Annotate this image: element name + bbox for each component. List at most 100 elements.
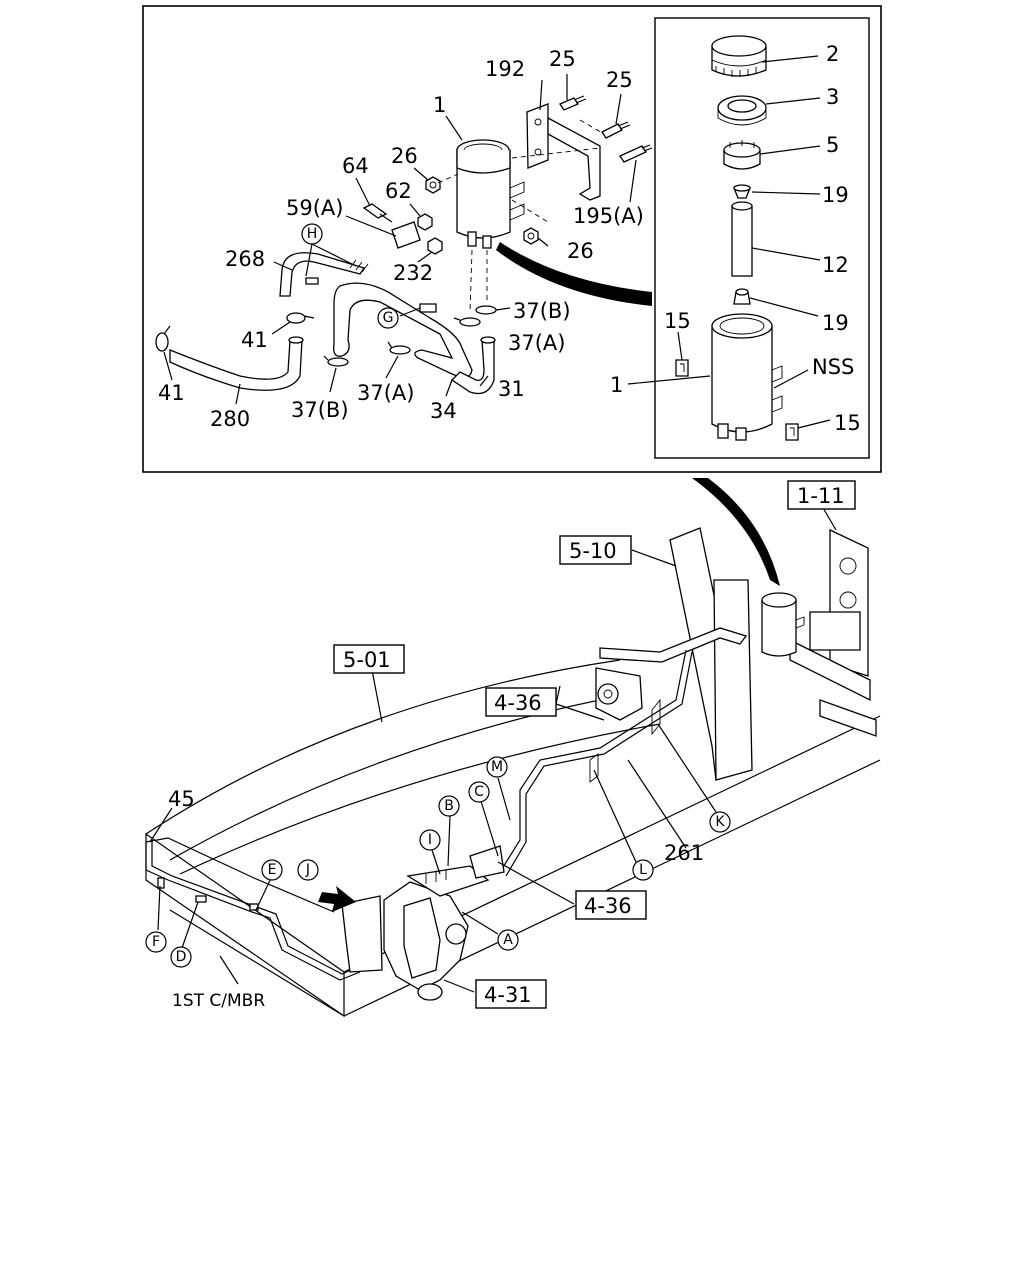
reservoir-tank [456,139,525,249]
detail-leader-lines [163,74,637,405]
label-insert-15-a: 15 [664,309,691,333]
label-37a-left: 37(A) [357,381,414,405]
svg-text:4-31: 4-31 [484,983,532,1007]
bracket-59a [391,221,421,249]
label-25-b: 25 [606,68,633,92]
nut-62 [417,213,433,231]
label-192: 192 [485,57,525,81]
steering-gear [341,845,505,1001]
part-labels: 192 25 25 1 64 26 62 59(A) 195(A) 26 268… [158,42,861,1011]
marker-a: A [497,929,519,951]
bracket-192 [526,103,601,201]
marker-i: I [419,829,441,851]
label-41-lower: 41 [158,381,185,405]
ref-box-1-11: 1-11 [787,480,856,510]
label-26-b: 26 [567,239,594,263]
clamp-41-upper [286,312,315,324]
clamp-g [419,303,437,313]
svg-text:I: I [428,832,432,848]
label-insert-1: 1 [610,373,623,397]
clamp-41-lower [155,325,171,352]
label-232: 232 [393,261,433,285]
label-64: 64 [342,154,369,178]
svg-text:F: F [152,934,160,950]
seal-19-lower [733,288,751,305]
gasket-3 [717,95,767,126]
marker-e: E [261,859,283,881]
svg-text:1-11: 1-11 [797,484,845,508]
marker-h: H [301,223,323,245]
clamp-37b-left [323,355,349,367]
direction-arrow [318,886,356,912]
marker-l: L [632,859,654,881]
label-insert-3: 3 [826,85,839,109]
label-insert-12: 12 [822,253,849,277]
svg-text:K: K [715,814,725,830]
svg-text:5-10: 5-10 [569,539,617,563]
svg-text:G: G [383,310,394,326]
label-280: 280 [210,407,250,431]
svg-text:C: C [474,784,484,800]
tank-body-insert [711,313,783,441]
marker-c: C [468,781,490,803]
ref-box-4-36-upper: 4-36 [485,687,557,717]
bolt-195a [619,144,653,163]
ref-box-5-01: 5-01 [333,644,405,674]
seal-19-upper [733,184,751,199]
label-261: 261 [664,841,704,865]
label-195a: 195(A) [573,204,644,228]
label-insert-15-b: 15 [834,411,861,435]
label-31: 31 [498,377,525,401]
pipe-45 [145,837,361,981]
label-59a: 59(A) [286,196,343,220]
ref-box-4-36-lower: 4-36 [575,890,647,920]
lower-leader-lines [149,505,837,993]
clip-15-right [785,423,799,441]
clamp-37a-left [387,341,411,355]
svg-text:B: B [444,798,454,814]
svg-text:H: H [307,226,318,242]
nut-26-b [523,227,539,245]
label-first-cross-member: 1ST C/MBR [172,991,265,1011]
svg-text:A: A [503,932,513,948]
bolt-25-a [559,95,587,111]
label-45: 45 [168,787,195,811]
bolt-25-b [601,121,631,139]
label-insert-19-b: 19 [822,311,849,335]
label-insert-5: 5 [826,133,839,157]
assembly-dashed-lines [437,119,605,313]
insert-leader-lines [627,55,831,429]
nut-232 [427,237,443,255]
label-37b-left: 37(B) [291,398,349,422]
svg-text:4-36: 4-36 [494,691,542,715]
label-37a-right: 37(A) [508,331,565,355]
pipe-12 [731,201,753,277]
label-268: 268 [225,247,265,271]
clamp-37a-right [453,317,481,327]
marker-b: B [438,795,460,817]
label-62: 62 [385,179,412,203]
label-insert-2: 2 [826,42,839,66]
label-37b-right: 37(B) [513,299,571,323]
marker-f: F [145,931,167,953]
hose-34 [333,282,473,378]
clamp-h [305,277,319,285]
marker-j: J [297,859,319,881]
nut-26-a [425,176,441,194]
clip-15-left [675,359,689,377]
svg-text:M: M [491,759,503,775]
marker-m: M [486,756,508,778]
ref-box-4-31: 4-31 [475,979,547,1009]
svg-text:D: D [176,949,187,965]
label-1-top: 1 [433,93,446,117]
reservoir-assembly [761,592,805,657]
hose-268 [279,252,369,297]
svg-text:5-01: 5-01 [343,648,391,672]
svg-text:4-36: 4-36 [584,894,632,918]
label-26-a: 26 [391,144,418,168]
label-insert-nss: NSS [812,355,854,379]
clamp-37b-right [475,305,511,315]
detail-arrow-lower [692,478,780,586]
nut-5 [723,140,761,170]
label-34: 34 [430,399,457,423]
